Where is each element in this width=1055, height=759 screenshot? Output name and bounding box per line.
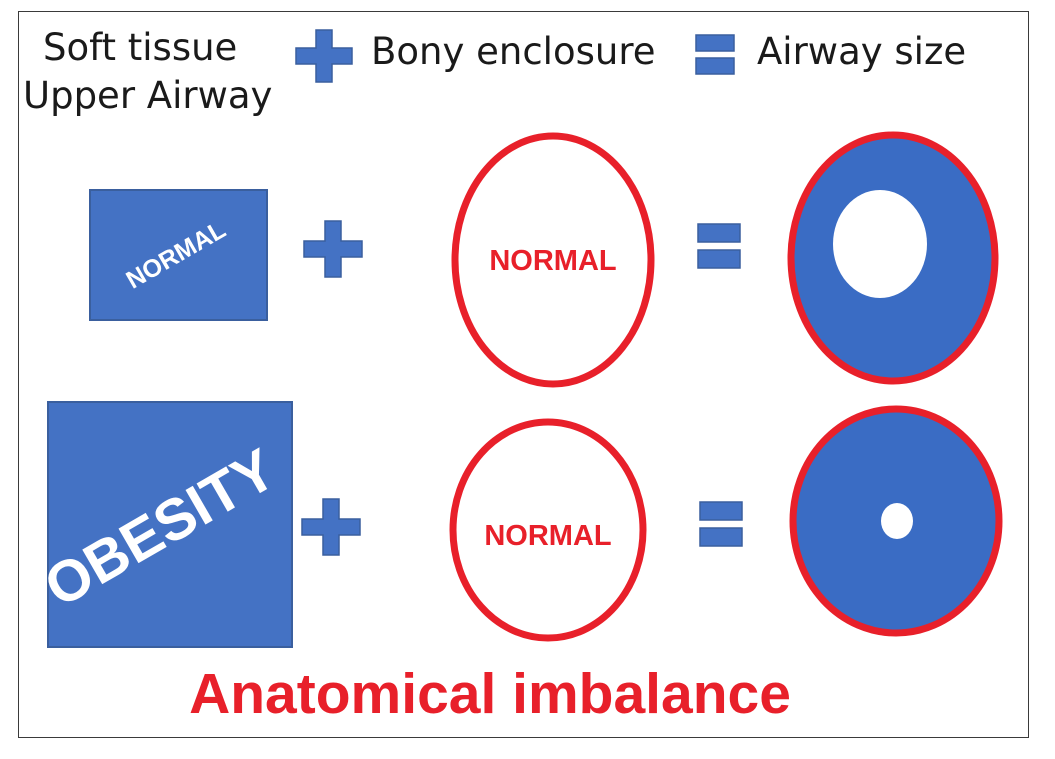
airway-size-small xyxy=(789,405,1003,637)
legend-soft-tissue-line1: Soft tissue xyxy=(43,26,237,69)
bony-enclosure-circle-normal: NORMAL xyxy=(449,418,647,642)
soft-tissue-box-obesity: OBESITY xyxy=(34,401,293,648)
row-obesity: OBESITY NORMAL xyxy=(34,401,1003,648)
airway-size-large xyxy=(787,131,999,385)
legend-plus-icon xyxy=(295,29,353,83)
legend-airway-size: Airway size xyxy=(757,30,966,73)
legend-bony-enclosure: Bony enclosure xyxy=(371,30,656,73)
legend-equals-icon xyxy=(695,34,735,75)
bony-enclosure-circle-normal: NORMAL xyxy=(451,132,655,388)
bony-label-normal: NORMAL xyxy=(484,520,611,552)
caption-anatomical-imbalance: Anatomical imbalance xyxy=(189,662,791,726)
legend-soft-tissue-line2: Upper Airway xyxy=(23,74,272,117)
plus-icon xyxy=(301,498,361,556)
airway-opening-large xyxy=(833,190,927,298)
equals-icon xyxy=(697,223,741,269)
airway-opening-small xyxy=(881,503,913,539)
equals-icon xyxy=(699,501,743,547)
plus-icon xyxy=(303,220,363,278)
bony-label-normal: NORMAL xyxy=(489,245,616,277)
row-normal: NORMAL NORMAL xyxy=(89,131,999,388)
soft-tissue-box-normal: NORMAL xyxy=(89,189,268,321)
